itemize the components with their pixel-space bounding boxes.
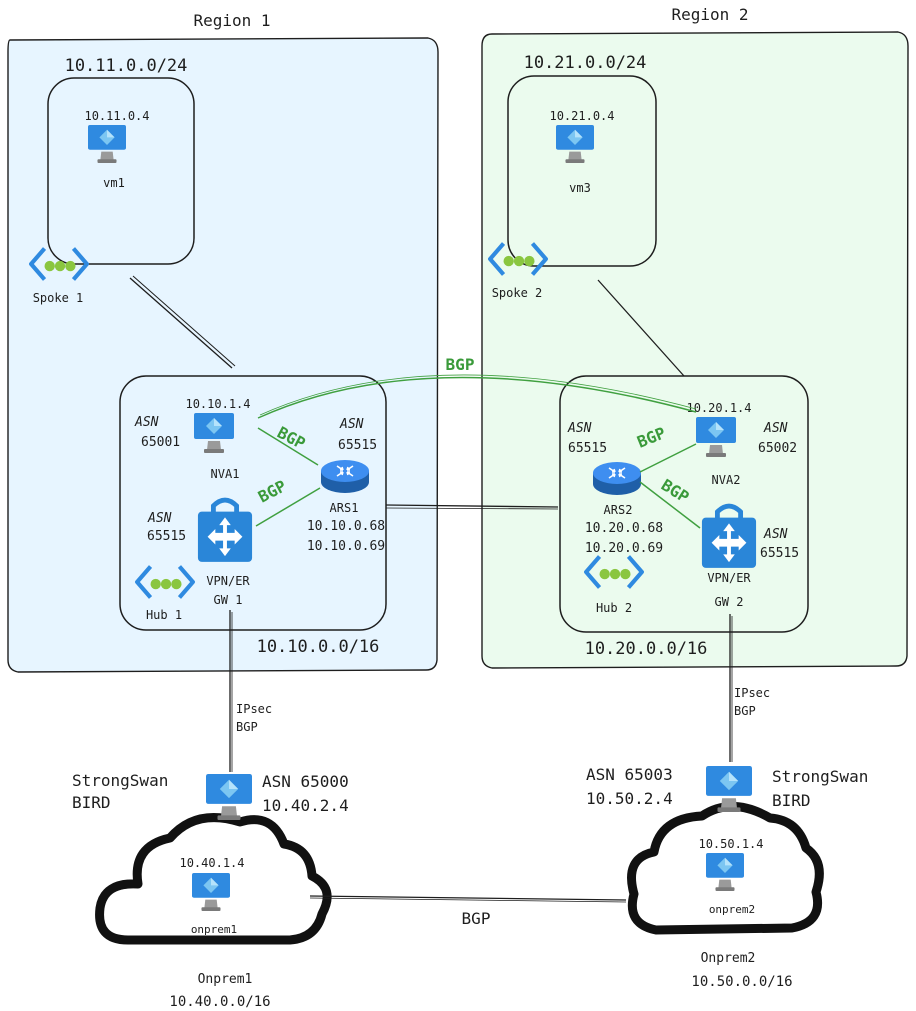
onprem1-sw-line1: StrongSwan [72, 771, 168, 790]
nva2-asn: 65002 [758, 441, 797, 456]
ars1-ip1: 10.10.0.68 [307, 519, 385, 534]
gw1-asn: 65515 [147, 529, 186, 544]
onprem2-title: Onprem2 [701, 951, 756, 966]
ars1-asn-label: ASN [339, 417, 364, 432]
gw1-line1: VPN/ER [206, 574, 250, 588]
nva2-asn-label: ASN [763, 421, 788, 436]
ars2-name: ARS2 [604, 503, 633, 517]
ars2-asn: 65515 [568, 441, 607, 456]
nva2-name: NVA2 [712, 473, 741, 487]
bgp-link-gw1-ars1 [255, 487, 321, 527]
spoke-2-label: Spoke 2 [492, 286, 543, 300]
hub-2-label: Hub 2 [596, 601, 632, 615]
gw2-asn: 65515 [760, 546, 799, 561]
hub-1-cidr: 10.10.0.0/16 [257, 637, 380, 657]
vm3-name: vm3 [569, 181, 591, 195]
ars1-asn: 65515 [338, 438, 377, 453]
nva2-ip: 10.20.1.4 [686, 401, 751, 415]
onprem2-gw-ip: 10.50.2.4 [586, 789, 673, 808]
peering-spoke1-hub1 [129, 275, 236, 369]
onprem2-sw-line1: StrongSwan [772, 767, 868, 786]
onprem1-cidr: 10.40.0.0/16 [169, 994, 270, 1010]
region-1-title: Region 1 [193, 11, 270, 30]
gw2-asn-label: ASN [763, 527, 788, 542]
bgp-label-nva1-nva2: BGP [446, 355, 475, 374]
peering-spoke2-hub2 [597, 279, 685, 377]
bgp-label-onprem: BGP [462, 909, 491, 928]
router-icon [320, 459, 370, 494]
bgp-link-ars2-nva2 [639, 443, 697, 473]
onprem1-asn: ASN 65000 [262, 772, 349, 791]
spoke-1-label: Spoke 1 [33, 291, 84, 305]
onprem1-vm-name: onprem1 [191, 923, 237, 936]
vm3-ip: 10.21.0.4 [549, 109, 614, 123]
bgp-link-nva1-ars1 [257, 427, 319, 466]
bgp-link-onprem1-onprem2 [309, 895, 627, 901]
nva1-asn-label: ASN [134, 415, 159, 430]
onprem2-cidr: 10.50.0.0/16 [691, 974, 792, 990]
onprem1-vm-ip: 10.40.1.4 [179, 856, 244, 870]
region-2-title: Region 2 [671, 5, 748, 24]
bgp-link-ars2-gw2 [639, 481, 701, 529]
nva1-ip: 10.10.1.4 [185, 397, 250, 411]
onprem1-gw-ip: 10.40.2.4 [262, 796, 349, 815]
onprem2-asn: ASN 65003 [586, 765, 673, 784]
bgp-link-nva1-nva2 [257, 376, 697, 419]
ipsec1-line1: IPsec [236, 702, 272, 716]
ars2-asn-label: ASN [567, 421, 592, 436]
onprem1-sw-line2: BIRD [72, 793, 111, 812]
nva1-name: NVA1 [211, 467, 240, 481]
peering-hub1-hub2 [385, 504, 559, 510]
router-icon [592, 461, 642, 496]
ars1-name: ARS1 [330, 501, 359, 515]
ars1-ip2: 10.10.0.69 [307, 539, 385, 554]
gw2-line2: GW 2 [715, 595, 744, 609]
ars2-ip2: 10.20.0.69 [585, 541, 663, 556]
onprem1-title: Onprem1 [198, 972, 253, 987]
ipsec1-line2: BGP [236, 720, 258, 734]
vm1-ip: 10.11.0.4 [84, 109, 149, 123]
vm1-name: vm1 [103, 176, 125, 190]
onprem2-vm-ip: 10.50.1.4 [698, 837, 763, 851]
onprem2-sw-line2: BIRD [772, 791, 811, 810]
ipsec2-line2: BGP [734, 704, 756, 718]
onprem2-vm-name: onprem2 [709, 903, 755, 916]
gw1-asn-label: ASN [147, 511, 172, 526]
hub-1-box [119, 375, 387, 631]
spoke-1-subnet [47, 77, 195, 265]
ars2-ip1: 10.20.0.68 [585, 521, 663, 536]
gw2-line1: VPN/ER [707, 571, 751, 585]
spoke-1-cidr: 10.11.0.0/24 [65, 56, 188, 76]
region-2 [481, 31, 909, 669]
hub-2-box [559, 375, 809, 633]
gw1-line2: GW 1 [214, 593, 243, 607]
spoke-2-cidr: 10.21.0.0/24 [524, 53, 647, 73]
hub-1-label: Hub 1 [146, 608, 182, 622]
ipsec2-line1: IPsec [734, 686, 770, 700]
hub-2-cidr: 10.20.0.0/16 [585, 639, 708, 659]
spoke-2-subnet [507, 75, 657, 267]
nva1-asn: 65001 [141, 435, 180, 450]
